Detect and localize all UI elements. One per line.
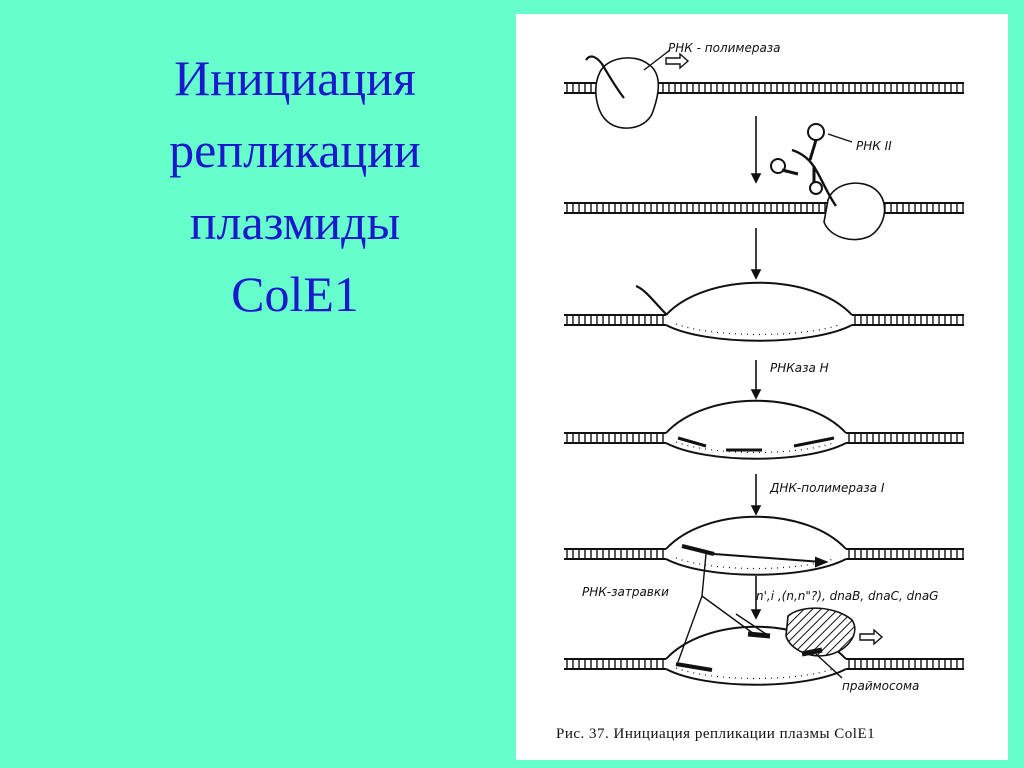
replication-diagram: РНК - полимераза РНК II РНКаза Н ДНК-пол… xyxy=(556,41,964,742)
base-pairs xyxy=(566,433,664,443)
primer-segment xyxy=(801,647,823,657)
stage-arrowhead xyxy=(750,505,762,516)
open-strand-bottom xyxy=(665,668,847,686)
rna-tail xyxy=(635,284,667,315)
rna-fragments xyxy=(677,436,835,452)
title-line: Инициация xyxy=(174,50,416,106)
slide-title: Инициация репликации плазмиды ColE1 xyxy=(100,42,490,330)
label-primosome: праймосома xyxy=(842,679,919,693)
base-pairs xyxy=(848,433,964,443)
label-rna-primers: РНК-затравки xyxy=(582,585,669,599)
pointer-line xyxy=(815,653,843,679)
label-rna-ii: РНК II xyxy=(856,139,892,153)
rna-ii-stem xyxy=(791,148,837,207)
base-pairs xyxy=(854,315,964,325)
extension-arrowhead xyxy=(815,556,829,568)
open-strand-bottom xyxy=(665,558,847,576)
nascent-bases xyxy=(675,557,837,570)
rna-transcript xyxy=(585,55,625,99)
dna-strands xyxy=(564,82,964,686)
pointer-line xyxy=(643,49,671,71)
open-strand-top xyxy=(665,281,853,316)
direction-arrow xyxy=(665,52,690,70)
base-pairs xyxy=(566,659,664,669)
label-primosome-proteins: n',i ,(n,n"?), dnaB, dnaC, dnaG xyxy=(756,589,938,603)
open-strand-top xyxy=(665,515,847,550)
title-line: репликации xyxy=(169,122,421,178)
primer-segment xyxy=(747,631,771,639)
base-pairs xyxy=(848,659,964,669)
open-strand-bottom xyxy=(665,442,847,460)
base-pairs xyxy=(848,549,964,559)
dna-extension xyxy=(713,553,823,563)
nascent-bases xyxy=(675,323,843,336)
rna-ii-loop xyxy=(770,158,786,174)
base-pairs xyxy=(566,549,664,559)
primosome-blob xyxy=(785,607,856,657)
pointer-line xyxy=(827,133,853,143)
rna-ii-stem xyxy=(781,139,818,182)
title-line: ColE1 xyxy=(231,266,359,322)
label-rna-polymerase: РНК - полимераза xyxy=(668,41,781,55)
rna-polymerase-blob xyxy=(595,57,660,129)
base-pairs xyxy=(566,315,664,325)
title-line: плазмиды xyxy=(189,194,401,250)
stage-arrowhead xyxy=(750,269,762,280)
rna-ii-loop xyxy=(807,123,825,141)
label-rnase-h: РНКаза Н xyxy=(770,361,829,375)
label-dna-polymerase-i: ДНК-полимераза I xyxy=(769,481,885,495)
figure-panel: РНК - полимераза РНК II РНКаза Н ДНК-пол… xyxy=(516,14,1008,760)
rna-polymerase-blob xyxy=(823,182,886,241)
stage-arrows xyxy=(750,116,762,620)
pointer-line xyxy=(677,595,767,663)
stage-arrowhead xyxy=(750,609,762,620)
base-pairs xyxy=(566,203,964,213)
pointer-line xyxy=(701,553,707,597)
direction-arrow xyxy=(859,628,884,646)
primer-segment xyxy=(675,662,713,672)
stage-arrowhead xyxy=(750,173,762,184)
open-strand-bottom xyxy=(665,324,853,342)
open-strand-top xyxy=(665,399,847,434)
figure-caption: Рис. 37. Инициация репликации плазмы Col… xyxy=(556,726,875,742)
primer-segment xyxy=(681,544,715,556)
stage-arrowhead xyxy=(750,389,762,400)
rna-ii-loop xyxy=(809,181,823,195)
